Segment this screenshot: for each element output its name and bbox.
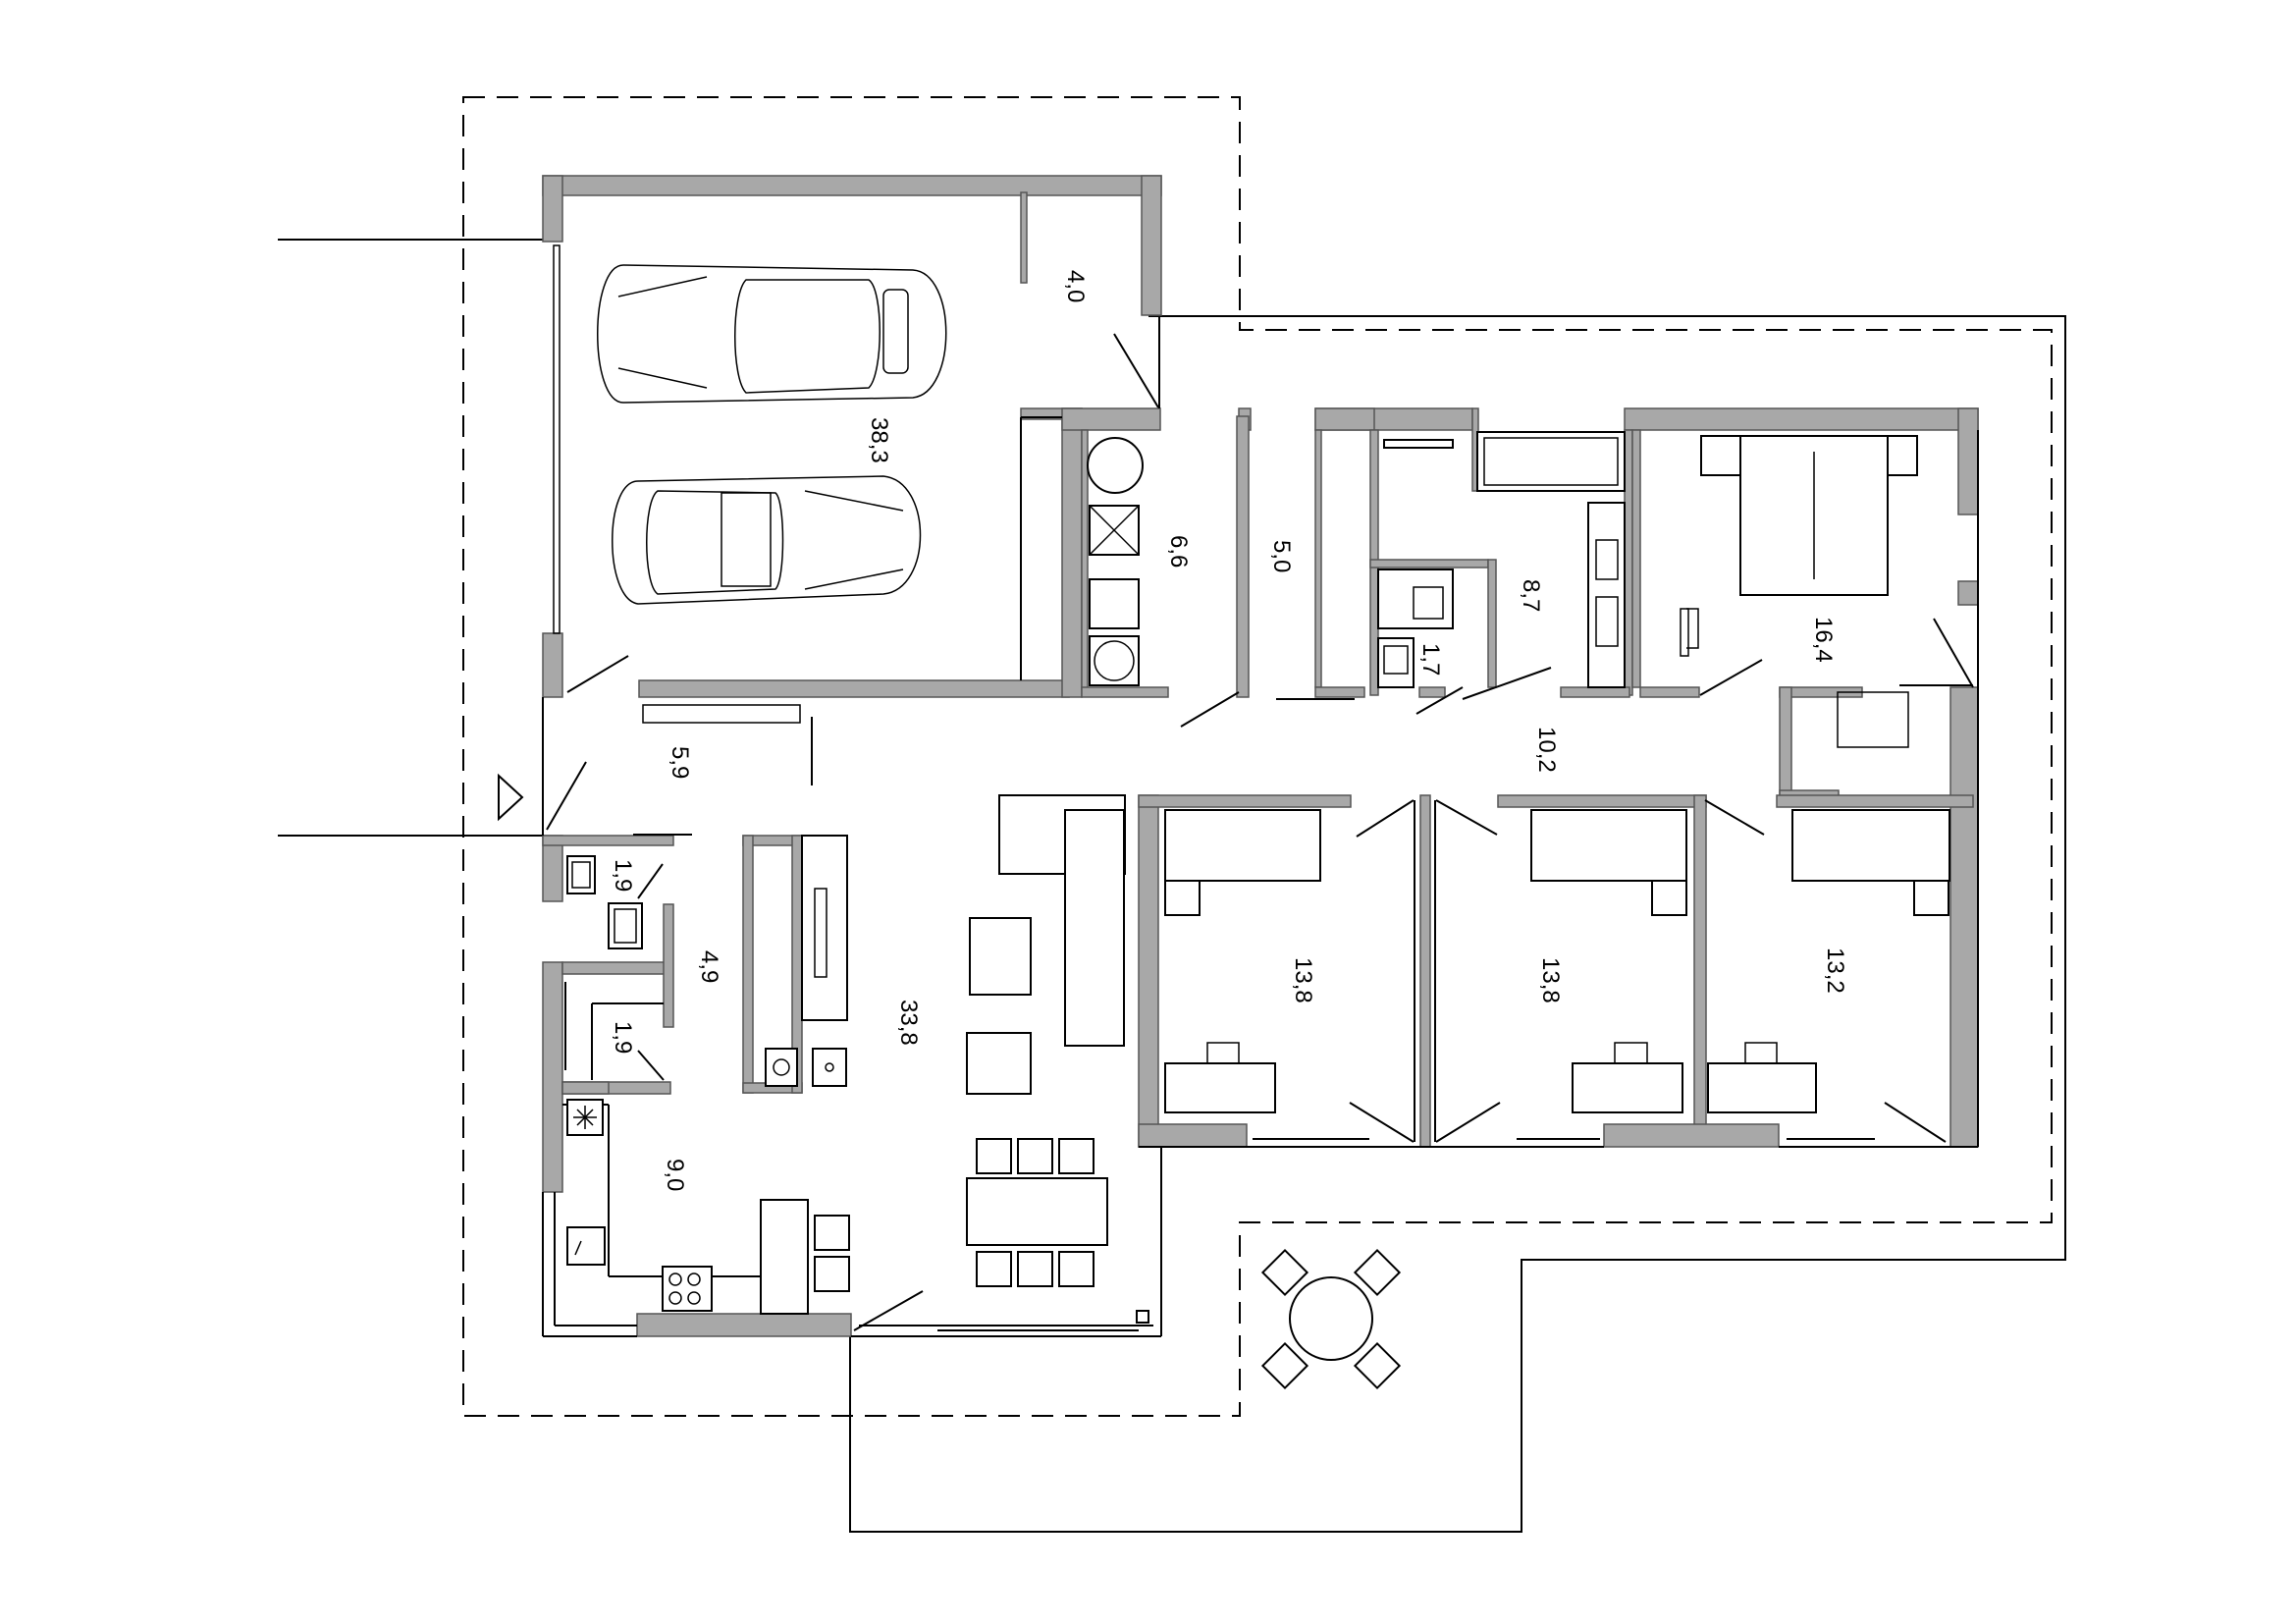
room-area-hall: 10,2: [1533, 727, 1560, 773]
room-area-garage-store: 4,0: [1062, 270, 1089, 302]
room-area-bedroom-2: 13,8: [1537, 957, 1564, 1003]
room-area-living: 33,8: [895, 1000, 922, 1046]
room-area-bedroom-1: 13,8: [1290, 957, 1316, 1003]
terrace-outline: [849, 315, 2066, 1533]
car-icon: [597, 264, 947, 404]
room-area-entrance: 5,9: [667, 746, 693, 779]
room-area-utility: 6,6: [1165, 535, 1192, 568]
room-area-bathroom: 8,7: [1518, 579, 1544, 612]
car-icon: [612, 475, 922, 605]
room-area-bedroom-3: 13,2: [1822, 947, 1848, 994]
room-area-kitchen: 9,0: [662, 1159, 688, 1191]
entrance-arrow-icon[interactable]: [498, 773, 524, 822]
room-area-wc-2: 1,9: [610, 859, 636, 892]
roof-overhang: [462, 96, 2053, 1417]
room-area-garage: 38,3: [866, 417, 892, 463]
room-area-master-bedroom: 16,4: [1810, 617, 1837, 663]
room-area-wc-1: 1,7: [1417, 643, 1444, 676]
walls: [542, 175, 1979, 1337]
furniture: [566, 264, 1950, 1390]
extractor-fan-icon: [573, 1106, 597, 1129]
room-area-wc-3: 1,9: [610, 1021, 636, 1054]
room-area-wardrobe: 4,9: [696, 950, 722, 983]
room-area-corridor-small: 5,0: [1268, 540, 1295, 572]
room-labels: 38,3 4,0 6,6 5,0 8,7 1,7 16,4 10,2 5,9 1…: [610, 270, 1848, 1191]
